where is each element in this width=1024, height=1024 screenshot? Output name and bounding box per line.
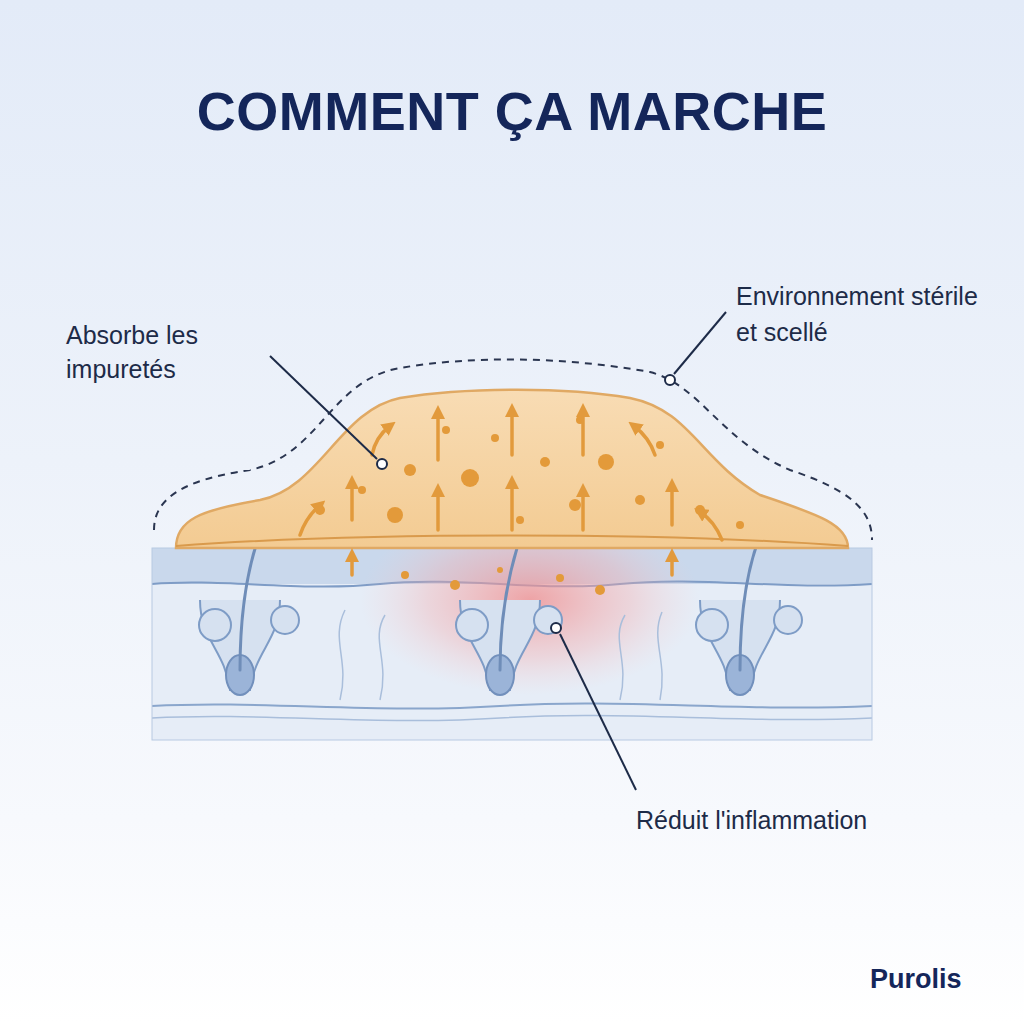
title: COMMENT ÇA MARCHE xyxy=(0,80,1024,142)
callout-label: Réduit l'inflammation xyxy=(636,804,976,836)
callout-label: Environnement stérile et scellé xyxy=(736,278,986,350)
brand-watermark: Purolis xyxy=(870,964,1010,995)
callout-label: Absorbe les impuretés xyxy=(66,318,276,386)
